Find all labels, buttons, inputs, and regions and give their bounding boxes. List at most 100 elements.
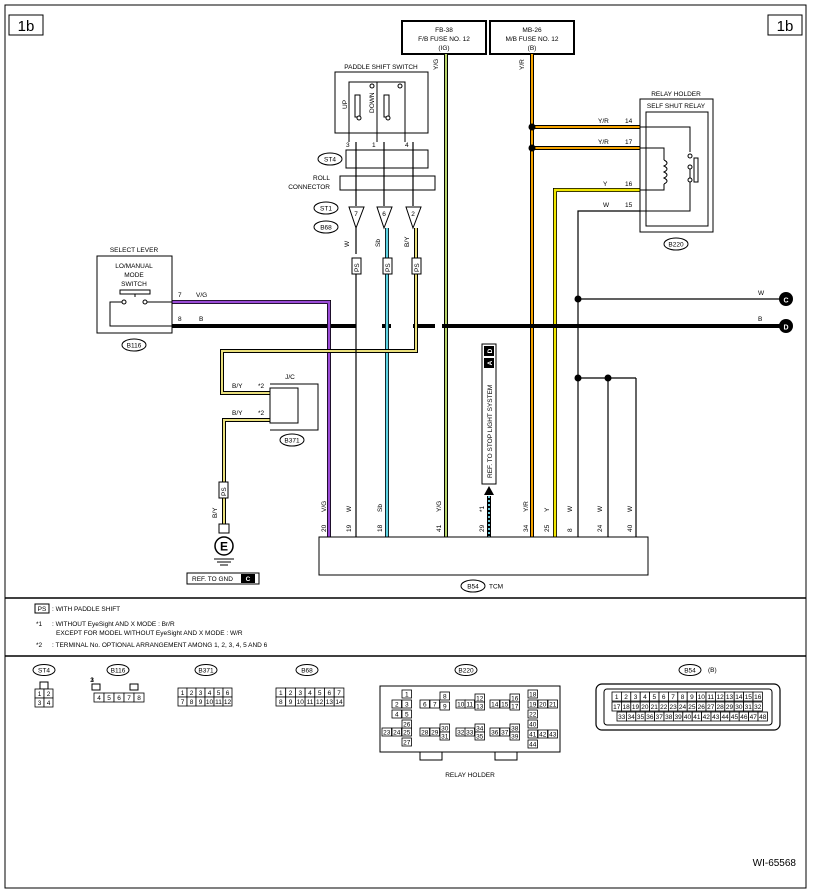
view-b371-pin-11: 11 xyxy=(215,699,222,706)
tcm-pin-41: 41 xyxy=(436,524,443,532)
view-b54-r3-pin-48: 48 xyxy=(759,714,767,721)
view-b371-pin-2: 2 xyxy=(190,690,194,697)
view-b54-r3-pin-46: 46 xyxy=(740,714,748,721)
view-b220-pin-28: 28 xyxy=(421,729,429,736)
view-st4-key xyxy=(39,681,49,690)
view-b54-r1-pin-6: 6 xyxy=(662,694,666,701)
connector-b54-id: B54 xyxy=(467,584,479,591)
view-b116-pin-6: 6 xyxy=(117,695,121,702)
paddle-label: PADDLE SHIFT SWITCH xyxy=(344,64,418,71)
view-b220-pin-31: 31 xyxy=(441,733,449,740)
connector-b116-tag xyxy=(121,338,147,352)
wire-y xyxy=(553,188,640,537)
view-b116-tab-l xyxy=(91,683,101,691)
view-b220-cell-23 xyxy=(381,727,392,737)
paddle-wires xyxy=(355,142,414,206)
legend-star2-text: : TERMINAL No. OPTIONAL ARRANGEMENT AMON… xyxy=(52,642,268,649)
tri-pin-c: 2 xyxy=(411,211,415,218)
view-b68-id: B68 xyxy=(301,667,313,674)
connector-b116-id: B116 xyxy=(127,343,142,350)
ps-tag-3 xyxy=(411,257,422,275)
page-tag-right-box xyxy=(767,14,803,36)
lo-label-1: LO/MANUAL xyxy=(115,263,153,270)
roll-label-1: ROLL xyxy=(313,175,330,182)
view-b54-r2-pin-32: 32 xyxy=(754,704,762,711)
view-st4-pin-2: 2 xyxy=(47,691,51,698)
view-b220-cell-20 xyxy=(537,699,548,709)
label-yr-17: Y/R xyxy=(598,139,609,146)
terminal-c-label: C xyxy=(783,298,788,305)
label-by-jc1: B/Y xyxy=(232,383,243,390)
tcm-box xyxy=(318,536,649,576)
view-b220-cell-9 xyxy=(439,701,450,711)
view-st4-pin-4: 4 xyxy=(47,700,51,707)
tcm-label: TCM xyxy=(489,584,503,591)
view-b54-r1-pin-5: 5 xyxy=(652,694,656,701)
connector-st1-tag xyxy=(313,201,339,215)
view-b54-r1-pin-1: 1 xyxy=(615,694,619,701)
view-b54-r3-pin-34: 34 xyxy=(627,714,635,721)
view-b371-pin-7: 7 xyxy=(181,699,185,706)
view-b220-cell-41 xyxy=(527,729,538,739)
view-b220-pin-44: 44 xyxy=(529,741,537,748)
view-b220-pin-18: 18 xyxy=(529,691,537,698)
ground-e-icon xyxy=(214,536,234,556)
view-b220-pin-27: 27 xyxy=(403,739,411,746)
stop-light-tag-d-text: D xyxy=(487,348,494,353)
label-yr-top: Y/R xyxy=(519,59,526,70)
tcm-pin-wire-19: W xyxy=(346,505,353,512)
connector-b68-id: B68 xyxy=(320,225,332,232)
view-b54-r1-pin-15: 15 xyxy=(745,694,753,701)
view-b220-pin-30: 30 xyxy=(441,725,449,732)
splice-yr-2 xyxy=(528,144,536,152)
splice-w-1 xyxy=(574,295,582,303)
view-b220-pin-41: 41 xyxy=(529,731,537,738)
tcm-pin-24: 24 xyxy=(597,524,604,532)
view-b371-id: B371 xyxy=(198,667,214,674)
view-st4-cell-4 xyxy=(43,697,54,708)
view-b220-pin-37: 37 xyxy=(501,729,509,736)
view-b220-pin-23: 23 xyxy=(383,729,391,736)
tcm-pin-wire-34: Y/R xyxy=(523,501,530,512)
view-b54-r3-pin-35: 35 xyxy=(637,714,645,721)
view-b220-pin-42: 42 xyxy=(539,731,547,738)
connector-b371-id: B371 xyxy=(284,438,300,445)
view-b220-pin-26: 26 xyxy=(403,721,411,728)
fuse-fb38-sub: (IG) xyxy=(438,45,449,52)
view-b220-pin-10: 10 xyxy=(457,701,465,708)
view-b54-tag xyxy=(678,664,702,676)
view-b54-r1-pin-10: 10 xyxy=(698,694,706,701)
view-b220-cell-33 xyxy=(464,727,475,737)
view-b220-id: B220 xyxy=(458,667,474,674)
tcm-pin-wire-18: Sb xyxy=(377,504,384,512)
fuse-box-mb26 xyxy=(489,20,575,55)
view-b54-r2-pin-26: 26 xyxy=(698,704,706,711)
view-b54-r1-pin-16: 16 xyxy=(754,694,762,701)
view-b54-r1-pin-7: 7 xyxy=(671,694,675,701)
view-b220-cell-11 xyxy=(464,699,475,709)
view-b220-pin-35: 35 xyxy=(476,733,484,740)
label-by-gnd: B/Y xyxy=(212,507,219,518)
tcm-pin-wire-24: W xyxy=(597,505,604,512)
fuse-mb26-sub: (B) xyxy=(528,45,537,52)
view-b68-pin-4: 4 xyxy=(308,690,312,697)
view-b220-pin-5: 5 xyxy=(405,711,409,718)
paddle-pin-3: 3 xyxy=(346,142,350,149)
tcm-pin-wire-41: Y/G xyxy=(436,501,443,512)
relay-holder-label: RELAY HOLDER xyxy=(651,91,701,98)
connector-b220-id: B220 xyxy=(668,242,684,249)
label-y-16: Y xyxy=(603,181,608,188)
tcm-pin-wire-25: Y xyxy=(544,507,551,512)
view-b220-cell-6 xyxy=(419,699,430,709)
page-tag-left-box xyxy=(8,14,44,36)
wire-b-break-3 xyxy=(435,322,442,330)
fuse-box-fb38 xyxy=(401,20,487,55)
view-b116-pin-4: 4 xyxy=(97,695,101,702)
view-b220-cell-7 xyxy=(429,699,440,709)
view-b54-r1-cell-16 xyxy=(752,691,763,702)
ref-gnd-box xyxy=(186,572,260,585)
connector-b68-tag xyxy=(313,220,339,234)
view-b371-pin-1: 1 xyxy=(181,690,185,697)
relay-internals xyxy=(640,126,699,212)
